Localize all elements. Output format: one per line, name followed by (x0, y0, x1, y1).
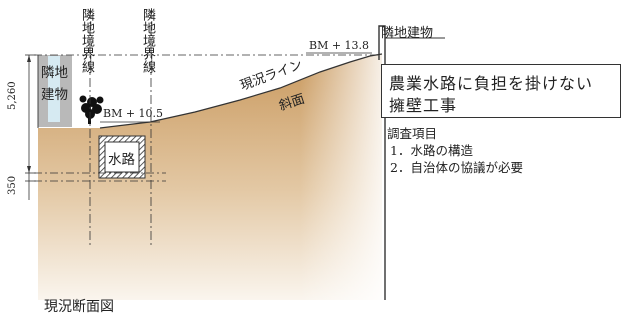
building-window (48, 56, 60, 122)
boundary-label-left: 隣地境界線 (79, 8, 94, 73)
dimension-label-height: 5,260 (7, 81, 18, 110)
neighbor-building-right (378, 25, 386, 300)
neighbor-building-left-label: 隣地建物 (41, 65, 68, 103)
survey-item-1: 1．水路の構造 (390, 143, 473, 158)
section-title: 現況断面図 (44, 299, 114, 315)
neighbor-building-right-label: 隣地建物 (381, 26, 434, 41)
survey-heading: 調査項目 (387, 126, 438, 141)
bm-label-low: BM + 10.5 (103, 107, 164, 120)
dimension-label-depth: 350 (7, 175, 18, 195)
title-box: 農業水路に負担を掛けない 擁壁工事 (381, 64, 621, 118)
title-line-2: 擁壁工事 (389, 96, 458, 115)
bush-icon (79, 95, 104, 124)
survey-item-2: 2．自治体の協議が必要 (390, 160, 523, 175)
bm-label-high: BM + 13.8 (309, 39, 370, 52)
waterway-label: 水路 (108, 152, 135, 168)
ground-fade (300, 54, 382, 300)
title-line-1: 農業水路に負担を掛けない (389, 74, 594, 93)
ground-surface-line (99, 53, 383, 129)
ground-mass (38, 54, 382, 300)
boundary-label-right: 隣地境界線 (140, 8, 155, 73)
